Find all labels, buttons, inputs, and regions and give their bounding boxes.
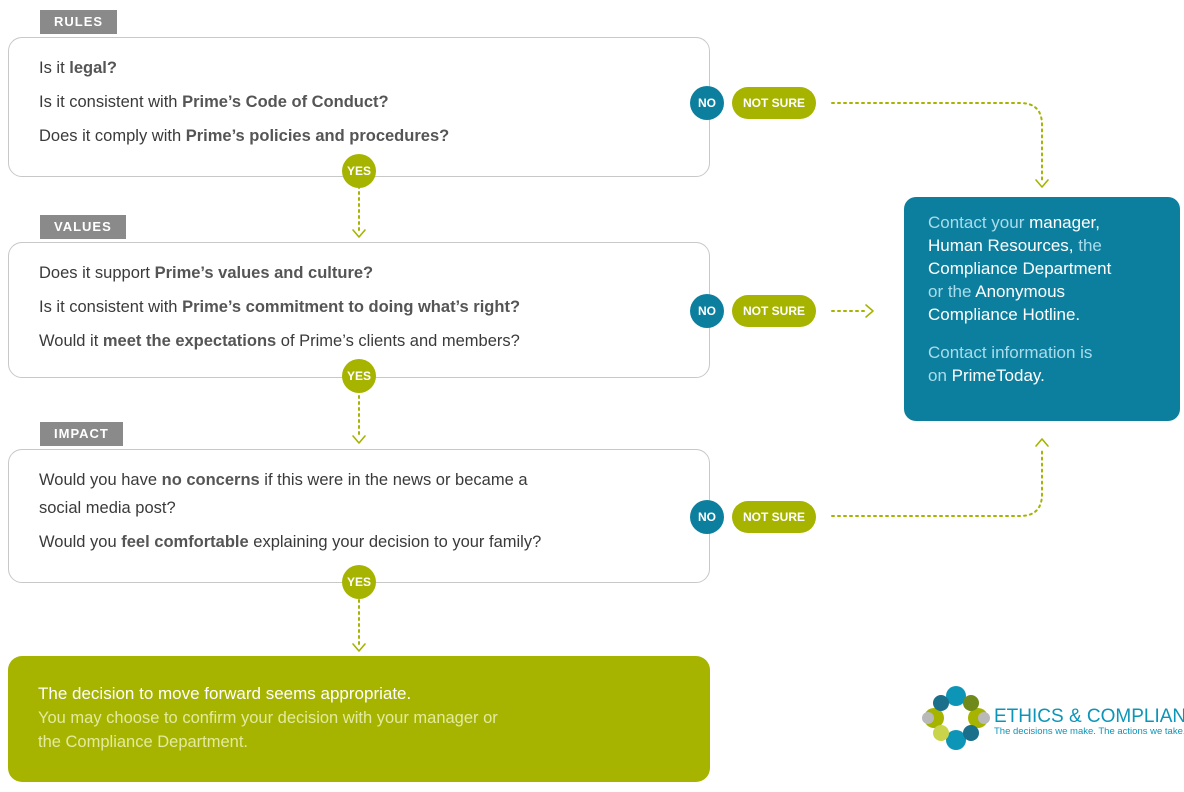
values-question-1: Does it support Prime’s values and cultu…: [39, 264, 374, 282]
impact-yes-badge: YES: [342, 565, 376, 599]
rules-not-sure-badge: NOT SURE: [732, 87, 817, 119]
rules-no-badge: NO: [690, 86, 724, 120]
contact-line-1: Contact your manager,: [928, 213, 1100, 232]
values-yes-badge: YES: [342, 359, 376, 393]
values-question-box: Does it support Prime’s values and cultu…: [8, 242, 710, 378]
decision-heading: The decision to move forward seems appro…: [38, 684, 412, 703]
rules-question-2: Is it consistent with Prime’s Code of Co…: [39, 93, 389, 111]
decision-box: The decision to move forward seems appro…: [8, 656, 710, 782]
contact-line-5: Compliance Hotline.: [928, 305, 1081, 324]
contact-line-2: Human Resources, the: [928, 236, 1102, 255]
contact-line-3: Compliance Department: [928, 259, 1112, 278]
contact-box: Contact your manager, Human Resources, t…: [904, 197, 1180, 421]
logo-title: ETHICS & COMPLIANCE: [994, 706, 1184, 727]
decision-subtext-line-2: the Compliance Department.: [38, 733, 249, 751]
rules-question-1: Is it legal?: [39, 59, 117, 77]
values-question-3: Would it meet the expectations of Prime’…: [39, 332, 520, 350]
rules-question-3: Does it comply with Prime’s policies and…: [39, 127, 450, 145]
decision-subtext-line-1: You may choose to confirm your decision …: [38, 709, 498, 727]
contact-info-line-1: Contact information is: [928, 343, 1093, 362]
impact-question-1-line-2: social media post?: [39, 499, 176, 517]
impact-question-2: Would you feel comfortable explaining yo…: [39, 533, 542, 551]
rules-tab: RULES: [40, 10, 118, 34]
values-question-2: Is it consistent with Prime’s commitment…: [39, 298, 521, 316]
values-tab: VALUES: [40, 215, 126, 239]
values-no-badge: NO: [690, 294, 724, 328]
impact-no-badge: NO: [690, 500, 724, 534]
values-not-sure-badge: NOT SURE: [732, 295, 817, 327]
impact-question-box: Would you have no concerns if this were …: [8, 449, 710, 583]
ethics-compliance-logo-icon: [922, 686, 990, 750]
logo-tagline: The decisions we make. The actions we ta…: [994, 726, 1184, 737]
rules-question-box: Is it legal? Is it consistent with Prime…: [8, 37, 710, 177]
contact-info-line-2: on PrimeToday.: [928, 366, 1045, 385]
impact-tab: IMPACT: [40, 422, 123, 446]
impact-not-sure-badge: NOT SURE: [732, 501, 817, 533]
impact-question-1: Would you have no concerns if this were …: [39, 471, 528, 489]
rules-yes-badge: YES: [342, 154, 376, 188]
contact-line-4: or the Anonymous: [928, 282, 1066, 301]
